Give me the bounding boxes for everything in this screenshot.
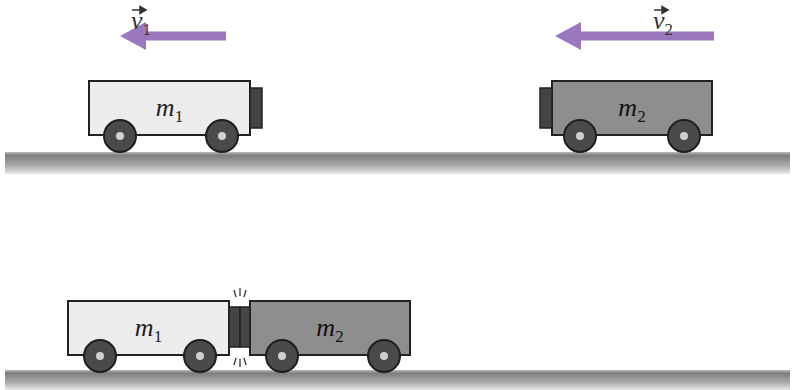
mass-label: m2: [316, 313, 343, 343]
cart-body: m2: [551, 80, 713, 136]
velocity-label: v1: [131, 6, 151, 36]
bumper: [229, 307, 240, 347]
ground-surface: [5, 152, 790, 174]
velocity-label: v2: [653, 6, 673, 36]
impact-marks: [234, 288, 246, 367]
cart-body: m1: [67, 300, 230, 356]
cart-body: m1: [88, 80, 251, 136]
bumper: [250, 88, 262, 128]
mass-label: m1: [156, 93, 183, 123]
velocity-arrow: [555, 22, 714, 50]
cart-body: m2: [249, 300, 411, 356]
ground-surface: [5, 370, 790, 390]
vector-sign: [132, 7, 668, 14]
mass-label: m2: [618, 93, 645, 123]
mass-label: m1: [135, 313, 162, 343]
